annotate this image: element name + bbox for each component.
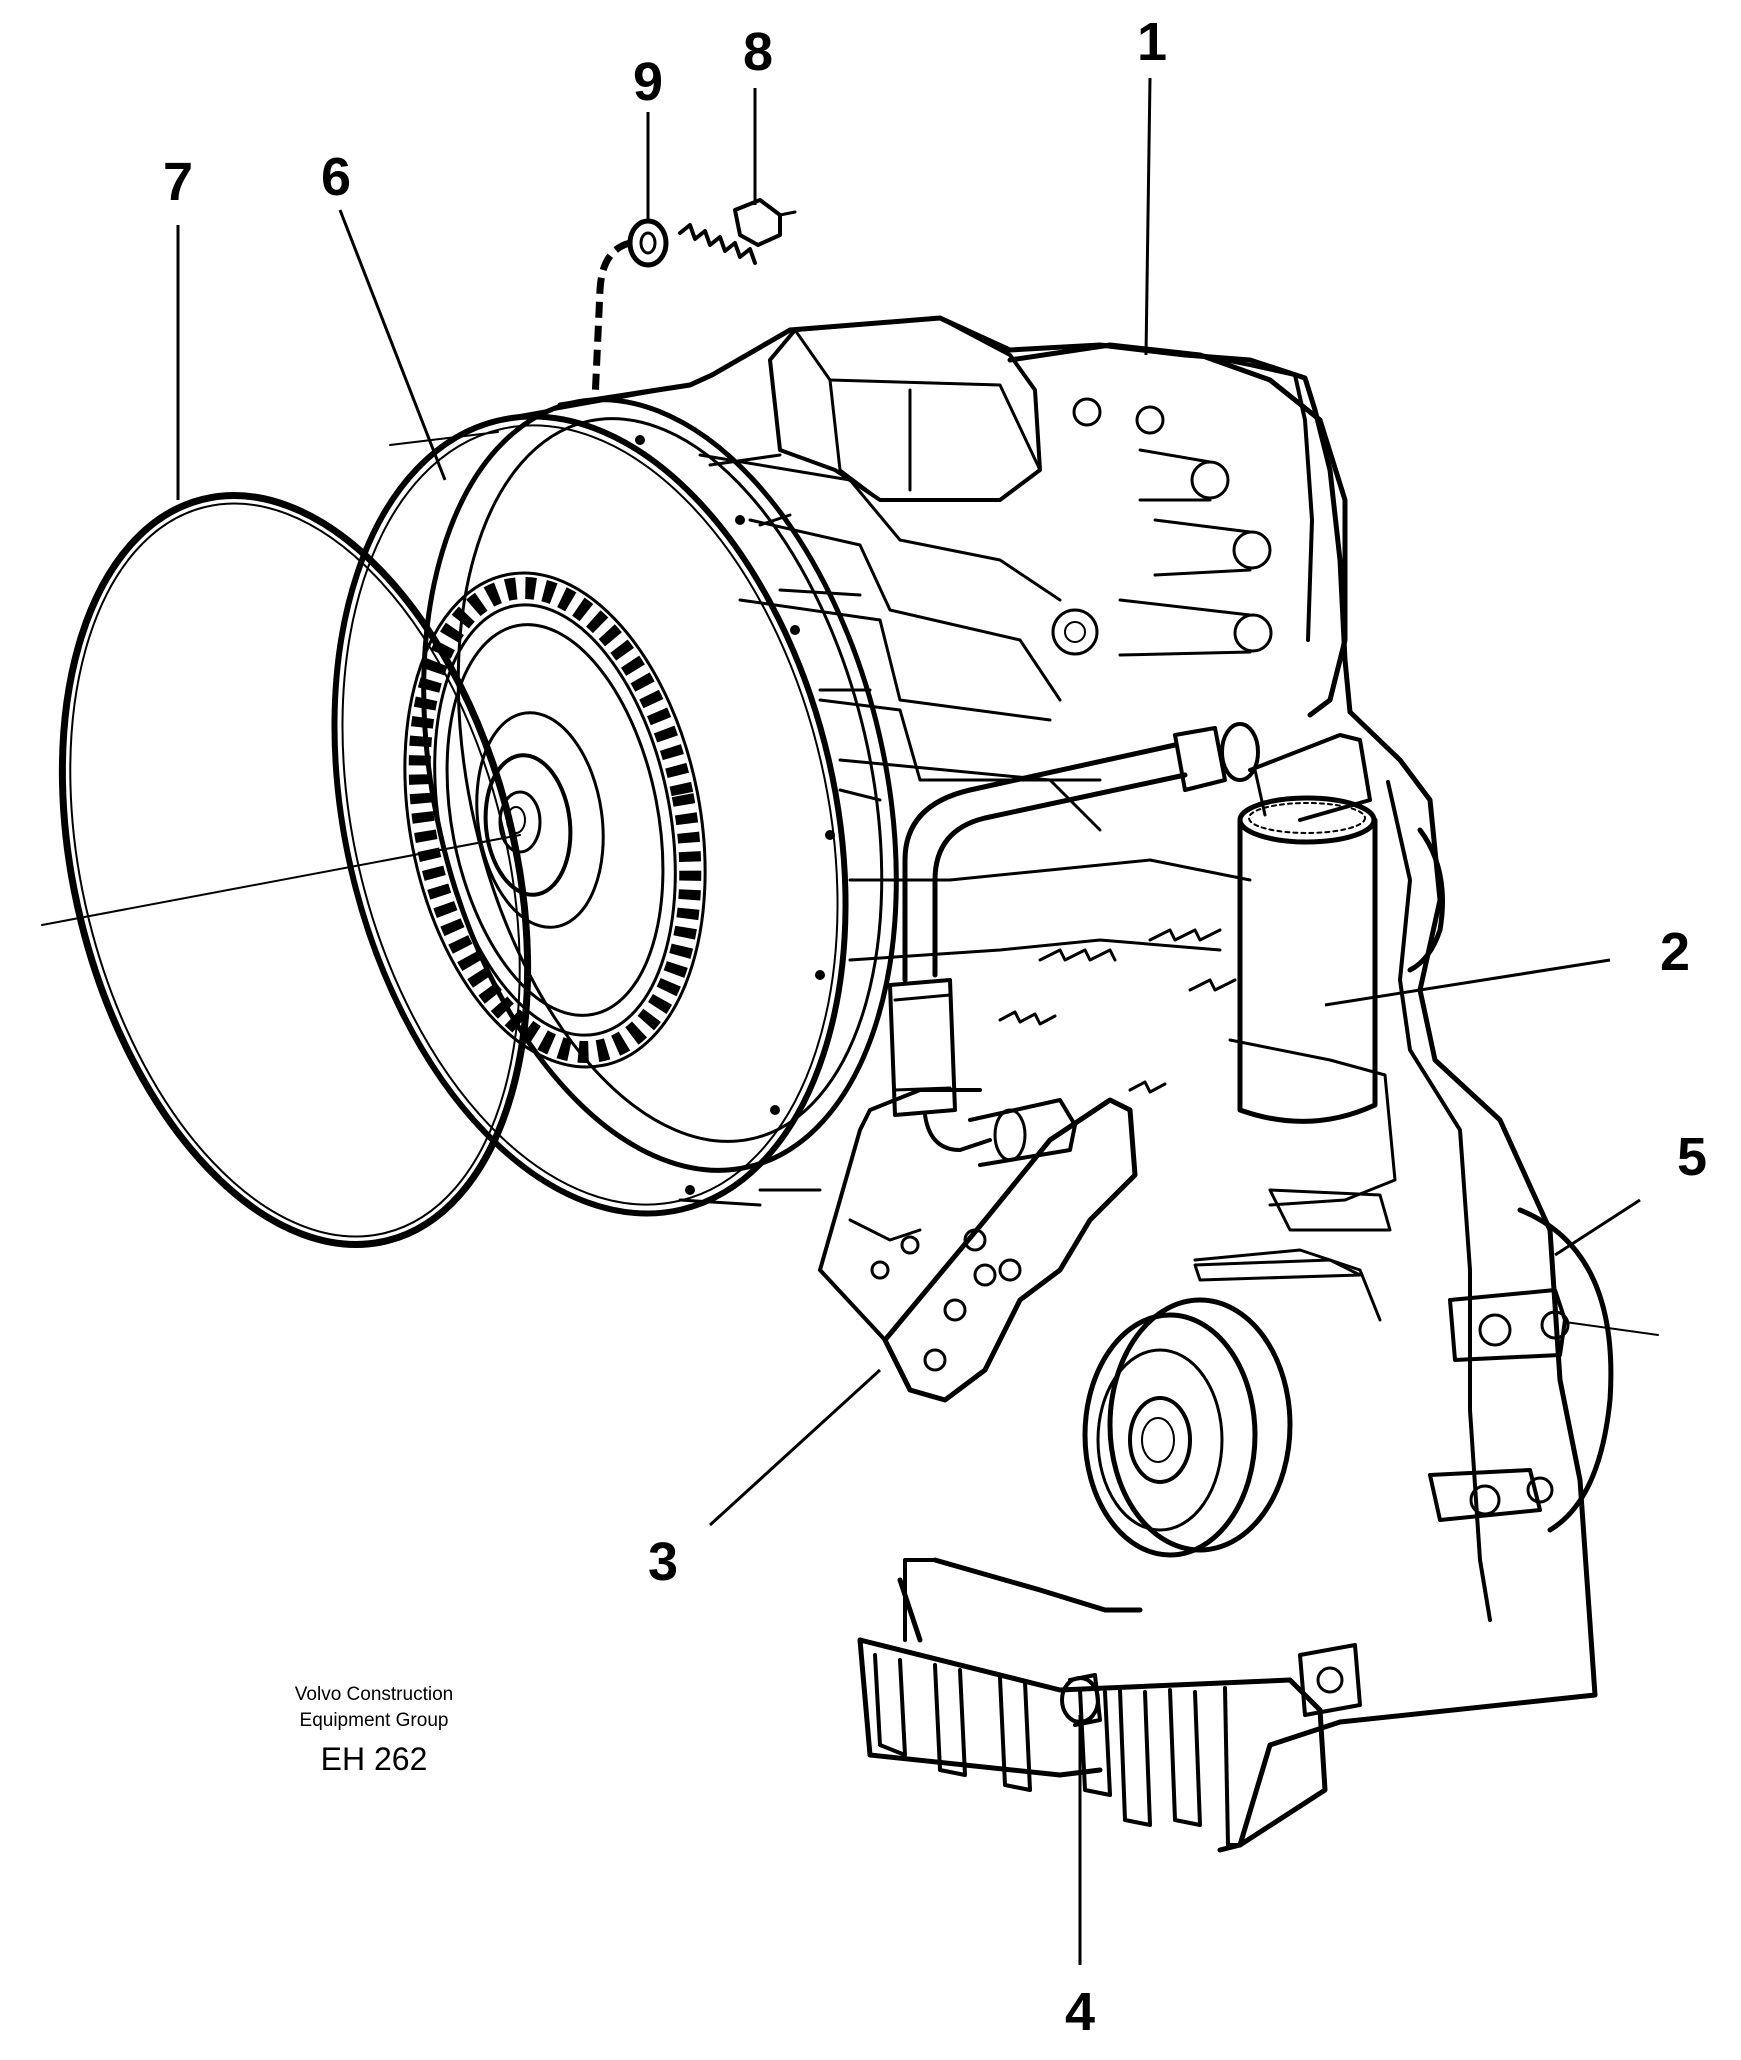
callout-2: 2: [1660, 922, 1690, 982]
sump-cooling-fins: [873, 1653, 1242, 1847]
leader-line-2: [1324, 958, 1611, 1007]
callout-4: 4: [1065, 1982, 1095, 2042]
starter-ring-gear: [403, 571, 707, 1069]
leader-line-3: [708, 1368, 882, 1527]
callout-numbers: 1 2 3 4 5 6 7 8 9: [163, 12, 1707, 2042]
oil-sump-part-4: [857, 1557, 1362, 1848]
callout-8: 8: [743, 22, 773, 82]
callout-5: 5: [1677, 1127, 1707, 1187]
flywheel-drive-plate-part-6: [331, 383, 899, 1217]
leader-line-6: [338, 209, 447, 481]
screw-part-8: [678, 198, 797, 265]
footer-figure-code: EH 262: [321, 1741, 428, 1777]
side-mount-bosses: [1428, 1207, 1614, 1533]
callout-3: 3: [648, 1532, 678, 1592]
center-axis-line: [41, 834, 521, 926]
leader-lines: [176, 77, 1641, 1965]
leader-line-1: [1144, 77, 1152, 356]
upper-axis-line: [389, 431, 499, 446]
rim-bolt-holes: [635, 435, 835, 1195]
footer-company-line1: Volvo Construction: [295, 1684, 453, 1705]
oil-pipe: [888, 722, 1260, 1152]
oil-filter-part-2: [1237, 733, 1378, 1124]
leader-line-5: [1554, 1198, 1641, 1257]
callout-1: 1: [1137, 12, 1167, 72]
footer-company-line2: Equipment Group: [300, 1710, 449, 1731]
side-axis-line: [1564, 1321, 1659, 1336]
housing-bolts: [1051, 397, 1273, 657]
control-valve-part-3: [818, 928, 1237, 1403]
washer-part-9: [627, 218, 669, 268]
callout-9: 9: [633, 52, 663, 112]
publisher-footer: Volvo Construction Equipment Group EH 26…: [295, 1684, 453, 1777]
callout-7: 7: [163, 152, 193, 212]
assembly-path-dashed: [591, 239, 632, 401]
transmission-housing-part-1: [557, 315, 1614, 1853]
belt-pulley: [1082, 1297, 1293, 1558]
callout-6: 6: [321, 147, 351, 207]
